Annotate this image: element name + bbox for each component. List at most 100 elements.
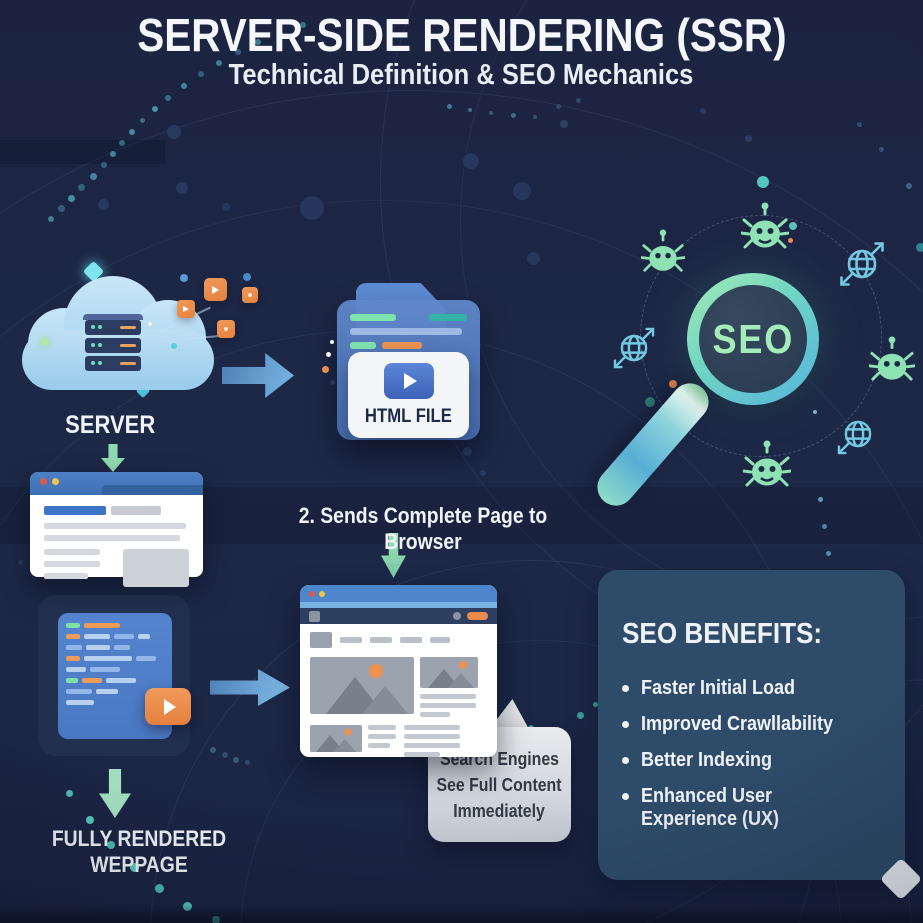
seo-label: SEO xyxy=(712,315,794,362)
thumb-image-placeholder xyxy=(310,725,362,752)
crawler-bot-icon xyxy=(641,229,685,272)
decor-dot xyxy=(245,760,250,765)
browser-content xyxy=(30,495,203,587)
node-dot xyxy=(326,352,331,357)
decor-dot xyxy=(48,216,54,222)
page-subtitle: Technical Definition & SEO Mechanics xyxy=(229,59,694,91)
media-square-dot-icon xyxy=(217,320,235,338)
play-button-icon xyxy=(383,362,434,399)
bottom-shadow xyxy=(0,905,923,923)
image-placeholder xyxy=(123,549,189,587)
browser-titlebar xyxy=(300,585,497,602)
decor-dot xyxy=(98,199,109,210)
decor-dot xyxy=(165,95,171,101)
decor-dot xyxy=(745,135,752,142)
progress-bar xyxy=(44,506,106,515)
decor-dot xyxy=(300,196,324,220)
crawler-bot-icon xyxy=(741,202,789,249)
profile-icon xyxy=(453,612,461,620)
decor-dot xyxy=(822,524,827,529)
decor-dot xyxy=(906,183,912,189)
window-control-minimize xyxy=(52,478,59,485)
site-navbar xyxy=(300,608,497,624)
decor-dot xyxy=(826,551,831,556)
decor-dot xyxy=(90,173,97,180)
initial-browser-window xyxy=(30,472,203,587)
side-image-placeholder xyxy=(420,657,478,688)
decor-dot xyxy=(700,108,706,114)
crawler-orbit-ring xyxy=(640,215,882,457)
globe-icon xyxy=(613,327,655,369)
decor-dot xyxy=(18,560,23,565)
browser-tab xyxy=(102,485,203,495)
decor-dot xyxy=(86,816,94,824)
speech-bubble-text: See Full Content xyxy=(437,774,562,795)
decor-dot xyxy=(222,752,228,758)
decor-dot xyxy=(447,104,452,109)
decor-dot xyxy=(176,182,188,194)
decor-dot xyxy=(916,243,923,252)
crawler-bot-icon xyxy=(869,336,915,381)
html-file-label: HTML FILE xyxy=(364,405,452,427)
decor-dot xyxy=(463,153,479,169)
bullet-icon xyxy=(622,757,629,764)
media-square-play-icon xyxy=(177,300,195,318)
arrow-down-icon xyxy=(99,769,131,818)
decor-dot xyxy=(167,125,181,139)
magnifier-lens: SEO xyxy=(699,285,807,393)
decor-dot xyxy=(576,98,581,103)
node-dot xyxy=(243,273,251,281)
benefits-list: Faster Initial Load Improved Crawllabili… xyxy=(622,677,887,831)
background-band xyxy=(0,140,165,164)
benefit-item: Faster Initial Load xyxy=(622,677,887,700)
node-dot xyxy=(322,366,329,373)
decor-dot xyxy=(527,252,540,265)
globe-icon xyxy=(837,420,872,455)
decor-dot xyxy=(511,113,516,118)
page-title: SERVER-SIDE RENDERING (SSR) xyxy=(136,9,787,61)
html-file-card: HTML FILE xyxy=(348,352,469,438)
server-rack-unit xyxy=(85,338,141,353)
decor-dot xyxy=(480,470,486,476)
arrow-right-icon xyxy=(210,669,290,706)
cta-button xyxy=(467,612,488,620)
node-dot xyxy=(330,340,334,344)
site-logo xyxy=(309,610,320,622)
window-control-minimize xyxy=(319,591,325,597)
arrow-right-icon xyxy=(222,353,294,398)
fully-rendered-label: FULLY RENDERED WEPPAGE xyxy=(51,826,227,877)
decor-dot xyxy=(119,140,125,146)
speech-bubble-text: Immediately xyxy=(453,800,546,821)
benefit-item: Improved Crawllability xyxy=(622,713,887,736)
window-control-close xyxy=(40,478,47,485)
bullet-icon xyxy=(622,721,629,728)
decor-dot xyxy=(757,176,769,188)
code-editor-icon xyxy=(38,595,191,756)
benefit-item: Enhanced User Experience (UX) xyxy=(622,785,887,831)
decor-dot xyxy=(101,162,107,168)
seo-benefits-panel: SEO BENEFITS: Faster Initial Load Improv… xyxy=(598,570,905,880)
window-control-close xyxy=(309,591,315,597)
header-logo-placeholder xyxy=(310,632,332,648)
seo-magnifier-icon: SEO xyxy=(687,273,819,405)
play-button-icon xyxy=(145,688,191,725)
decor-dot xyxy=(155,884,164,893)
server-label: SERVER xyxy=(64,411,156,439)
decor-dot xyxy=(857,122,862,127)
server-rack-unit xyxy=(85,356,141,371)
decor-dot xyxy=(645,397,655,407)
decor-dot xyxy=(110,151,116,157)
benefits-heading: SEO BENEFITS: xyxy=(622,618,823,650)
page-content xyxy=(300,624,497,757)
decor-dot xyxy=(68,195,75,202)
server-rack-icon xyxy=(83,314,143,320)
decor-dot xyxy=(489,111,493,115)
decor-dot xyxy=(556,104,561,109)
browser-toolbar-stripe xyxy=(300,602,497,608)
decor-dot xyxy=(78,184,85,191)
decor-dot xyxy=(129,129,135,135)
crawler-bot-icon xyxy=(743,440,791,487)
decor-dot xyxy=(210,747,216,753)
hero-image-placeholder xyxy=(310,657,414,714)
